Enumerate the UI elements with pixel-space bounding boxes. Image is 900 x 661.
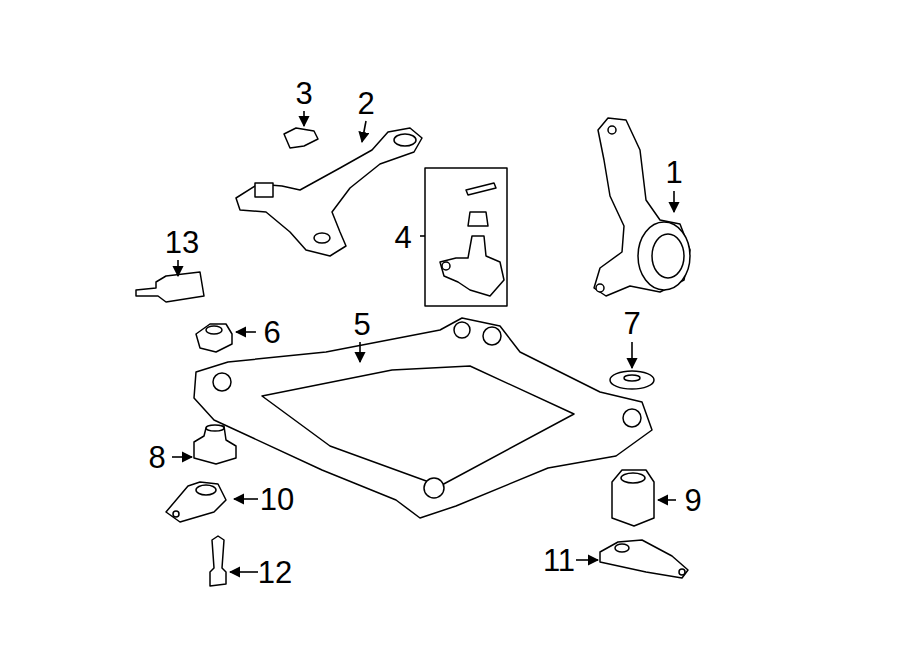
subframe: [194, 318, 652, 518]
bushing-ring: [610, 371, 654, 389]
callout-number: 13: [165, 227, 199, 258]
callout-number: 11: [543, 545, 575, 576]
kit-box: [425, 168, 507, 306]
callout-number: 5: [353, 309, 370, 340]
mount-bracket: [600, 540, 688, 578]
bushing: [196, 324, 232, 352]
callout-number: 1: [665, 157, 682, 188]
control-arm: [236, 128, 422, 256]
callout-number: 4: [394, 222, 411, 253]
ball-joint: [440, 236, 504, 296]
mount: [194, 426, 236, 464]
bushing-cylinder: [612, 470, 654, 526]
callout-number: 8: [148, 442, 165, 473]
callout-number: 2: [357, 88, 374, 119]
mount-bracket: [166, 482, 226, 522]
subframe-opening: [262, 366, 574, 486]
clip-part: [136, 272, 204, 302]
leader-lines: [172, 111, 676, 572]
callout-number: 3: [295, 78, 312, 109]
bolt: [210, 536, 226, 586]
callout-number: 12: [258, 557, 292, 588]
callout-number: 7: [623, 308, 640, 339]
steering-knuckle: [594, 118, 690, 296]
callout-number: 9: [684, 485, 701, 516]
callout-number: 10: [260, 484, 294, 515]
bracket-part: [284, 128, 318, 148]
callout-number: 6: [263, 317, 280, 348]
